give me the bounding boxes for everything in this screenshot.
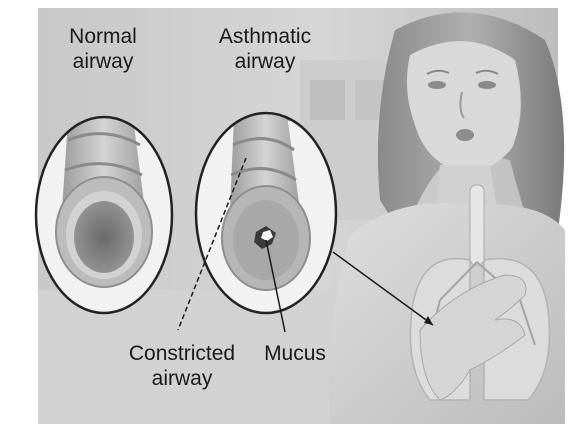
mucus-label: Mucus — [245, 341, 345, 366]
normal-airway-label-line1: Normal — [48, 24, 158, 49]
asthmatic-airway-label-line1: Asthmatic — [200, 24, 330, 49]
asthmatic-airway-label: Asthmatic airway — [200, 24, 330, 74]
asthmatic-airway-label-line2: airway — [200, 49, 330, 74]
trachea — [470, 185, 484, 265]
constricted-airway-label-line1: Constricted — [108, 341, 256, 366]
normal-airway-label: Normal airway — [48, 24, 158, 74]
constricted-airway-label: Constricted airway — [108, 341, 256, 391]
normal-airway-lumen — [74, 201, 134, 273]
normal-airway-label-line2: airway — [48, 49, 158, 74]
constricted-airway-label-line2: airway — [108, 366, 256, 391]
